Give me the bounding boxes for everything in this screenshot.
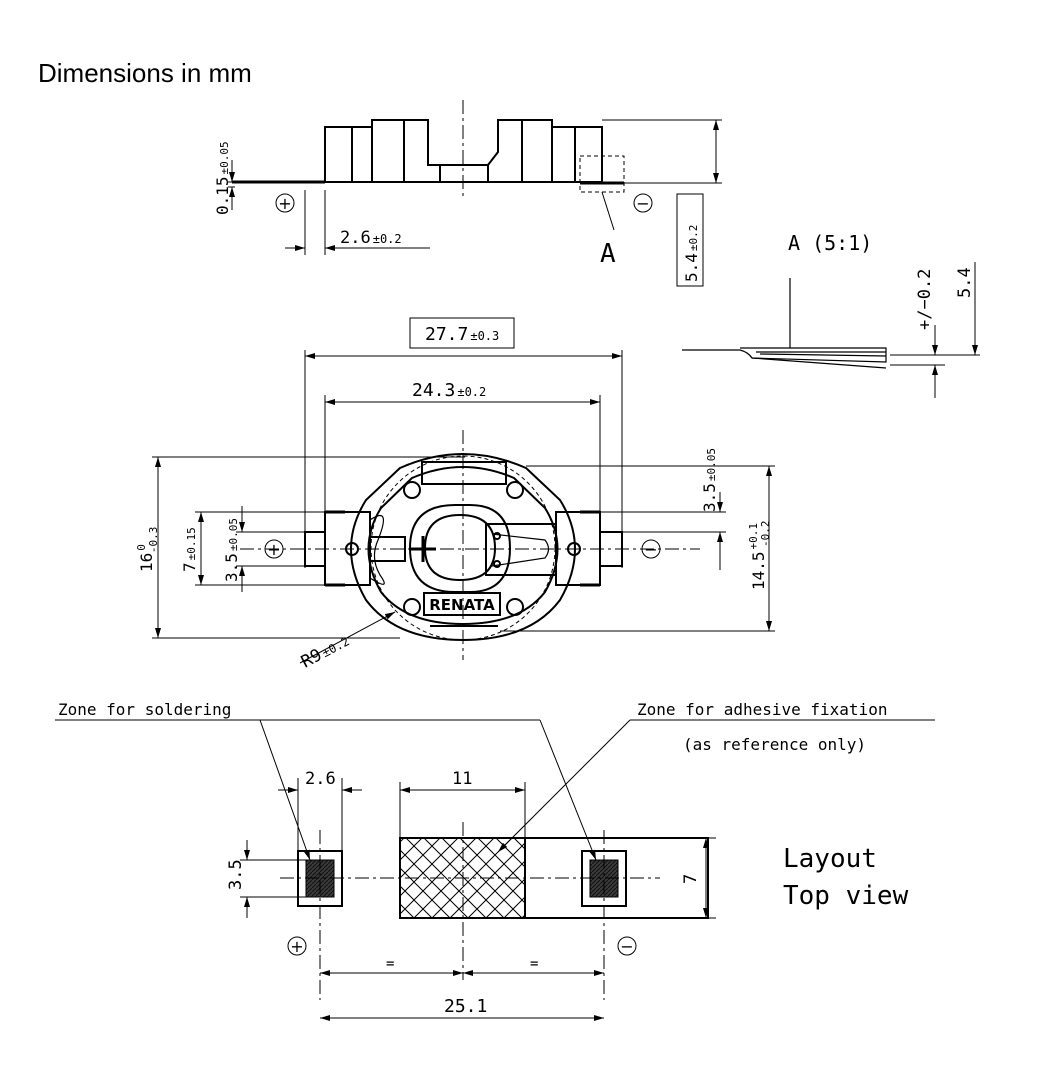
- detail-a-view: A (5:1) +/−0.2 5.4: [682, 231, 980, 398]
- svg-text:−: −: [636, 194, 649, 213]
- layout-minus-sign: [617, 936, 637, 956]
- label-reference-only: (as reference only): [683, 735, 866, 754]
- top-plus-sign: [264, 539, 284, 559]
- dim-equal-left: =: [386, 956, 394, 972]
- dim-overall-width: 27.7±0.3: [425, 324, 499, 345]
- svg-text:+: +: [290, 937, 303, 956]
- dim-radius: R9±0.2: [298, 631, 353, 673]
- detail-a-title: A (5:1): [788, 231, 872, 255]
- side-view: A 0.15±0.05 + − 2.6±0.2 5.4±0.2: [213, 100, 722, 287]
- dim-height: 5.4±0.2: [682, 225, 701, 282]
- dim-overall-height: 160-0.3: [135, 527, 160, 572]
- svg-text:−: −: [644, 540, 657, 559]
- plus-terminal-sign: [275, 193, 295, 213]
- svg-text:+: +: [267, 540, 280, 559]
- layout-plus-sign: [287, 936, 307, 956]
- top-view: 27.7±0.3 24.3±0.2: [135, 317, 775, 673]
- brand-label: RENATA: [429, 596, 495, 614]
- dim-body-height-layout: 7: [681, 874, 701, 884]
- layout-view: Zone for soldering Zone for adhesive fix…: [55, 700, 935, 1021]
- minus-terminal-sign: [633, 193, 653, 213]
- caption-top-view: Top view: [783, 881, 909, 911]
- dim-thickness: 0.15±0.05: [213, 141, 232, 215]
- svg-text:+: +: [278, 194, 291, 213]
- dim-adhesive-width: 11: [452, 769, 472, 789]
- dim-tab-height: 7±0.15: [180, 527, 199, 572]
- dim-tab-inner: 3.5±0.05: [222, 518, 241, 582]
- dim-pad-height: 3.5: [226, 859, 246, 890]
- detail-marker-a: A: [600, 239, 616, 269]
- detail-a-tolerance: +/−0.2: [915, 269, 935, 330]
- svg-text:−: −: [620, 937, 633, 956]
- detail-a-height: 5.4: [955, 267, 975, 298]
- page-title: Dimensions in mm: [38, 58, 252, 88]
- caption-layout: Layout: [783, 844, 877, 874]
- dim-tab-width: 2.6±0.2: [340, 228, 402, 248]
- dim-equal-right: =: [530, 956, 538, 972]
- top-minus-sign: [641, 539, 661, 559]
- dim-total-width: 25.1: [444, 996, 487, 1017]
- dim-inner-width: 24.3±0.2: [412, 380, 486, 401]
- label-zone-soldering: Zone for soldering: [58, 700, 231, 719]
- dim-pad-width: 2.6: [305, 769, 336, 789]
- dim-right-inner: 3.5±0.05: [700, 448, 719, 512]
- label-zone-adhesive: Zone for adhesive fixation: [637, 700, 887, 719]
- dim-body-height: 14.5+0.1-0.2: [747, 520, 772, 590]
